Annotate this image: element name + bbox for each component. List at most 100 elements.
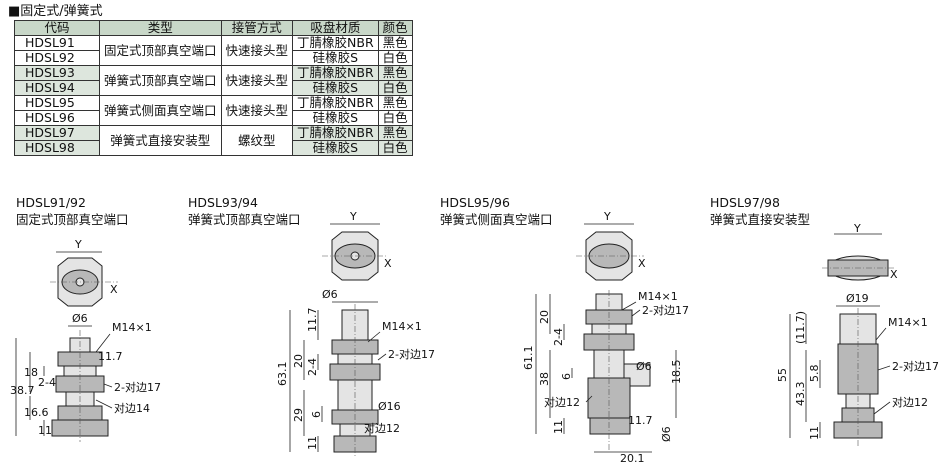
dim-h11: 11 (38, 424, 52, 437)
dim-w201: 20.1 (620, 452, 645, 465)
dim-y: Y (603, 210, 611, 223)
header-material: 吸盘材质 (292, 20, 379, 36)
dim-thread: M14×1 (888, 316, 928, 329)
dim-h117: (11.7) (794, 311, 807, 344)
dim-h17: 11.7 (98, 350, 123, 363)
dim-y: Y (349, 210, 357, 223)
cell-connection: 快速接头型 (220, 65, 294, 96)
drawing-name: 固定式顶部真空端口 (16, 212, 129, 227)
cell-color: 白色 (377, 50, 413, 66)
table-row: HDSL91 固定式顶部真空端口 快速接头型 丁腈橡胶NBR 黑色 (14, 35, 413, 66)
drawing-code: HDSL97/98 (710, 195, 780, 210)
drawing-code: HDSL91/92 (16, 195, 86, 210)
top-view: Y X (50, 238, 118, 307)
cell-material: 硅橡胶S (292, 110, 379, 126)
dim-h11: 11 (306, 436, 319, 450)
drawing-hdsl95: Y X M14×1 2-对边17 Ø6 对边12 11.7 18.5 Ø6 20… (522, 210, 689, 465)
dim-h24: 2-4 (38, 376, 56, 389)
dim-d6a: Ø6 (636, 360, 652, 373)
cell-material: 丁腈橡胶NBR (292, 95, 379, 111)
cell-code: HDSL97 (14, 125, 100, 141)
cell-type: 固定式顶部真空端口 (99, 35, 222, 66)
dim-d6: Ø6 (322, 288, 338, 301)
cell-color: 白色 (377, 110, 413, 126)
dim-d6: Ø6 (72, 312, 88, 325)
cell-material: 硅橡胶S (292, 140, 379, 156)
drawing-hdsl97: Y X Ø19 M14×1 2-对边17 对边12 55 (11.7) 5.8 … (776, 222, 939, 446)
spec-table: 代码 类型 接管方式 吸盘材质 颜色 HDSL91 固定式顶部真空端口 快速接头… (14, 20, 413, 156)
cell-code: HDSL94 (14, 80, 100, 96)
dim-w12: 对边12 (364, 421, 400, 435)
dim-w17: 2-对边17 (114, 380, 161, 394)
drawing-hdsl93: Y X Ø6 M14×1 2-对边17 Ø16 对边12 63.1 11.7 2… (276, 210, 435, 458)
table-row: HDSL95 弹簧式侧面真空端口 快速接头型 丁腈橡胶NBR 黑色 (14, 95, 413, 126)
header-code: 代码 (14, 20, 100, 36)
dim-h-total: 63.1 (276, 362, 289, 387)
drawing-hdsl91: Y X Ø6 M14×1 2-对边17 对边14 11.7 38.7 18 2-… (10, 238, 161, 442)
dim-h6: 6 (560, 373, 573, 380)
dim-h11: 11 (552, 420, 565, 434)
dim-x: X (384, 257, 392, 270)
dim-x: X (110, 283, 118, 296)
cell-code: HDSL93 (14, 65, 100, 81)
dim-h-total: 55 (776, 368, 789, 382)
drawing-label-hdsl97: HDSL97/98 弹簧式直接安装型 (710, 194, 810, 228)
dim-h24: 2-4 (552, 328, 565, 346)
dim-h117: 11.7 (628, 414, 653, 427)
header-connection: 接管方式 (220, 20, 294, 36)
table-row: HDSL93 弹簧式顶部真空端口 快速接头型 丁腈橡胶NBR 黑色 (14, 65, 413, 96)
cell-connection: 螺纹型 (220, 125, 294, 156)
table-row: HDSL96 硅橡胶S 白色 (14, 110, 413, 126)
cell-connection: 快速接头型 (220, 95, 294, 126)
dim-h20: 20 (292, 354, 305, 368)
cell-material: 丁腈橡胶NBR (292, 125, 379, 141)
dim-h18: 18 (24, 366, 38, 379)
dim-w14: 对边14 (114, 401, 150, 415)
dim-h11: 11 (808, 426, 821, 440)
dim-d16: Ø16 (378, 400, 401, 413)
dim-h-total: 61.1 (522, 346, 535, 371)
header-color: 颜色 (377, 20, 413, 36)
drawing-code: HDSL95/96 (440, 195, 510, 210)
dim-w12: 对边12 (544, 395, 580, 409)
dim-d19: Ø19 (846, 292, 869, 305)
drawing-name: 弹簧式直接安装型 (710, 212, 811, 227)
drawing-label-hdsl95: HDSL95/96 弹簧式侧面真空端口 (440, 194, 553, 228)
cell-color: 黑色 (377, 95, 413, 111)
dim-h117: 11.7 (306, 308, 319, 333)
top-view: Y X (576, 210, 646, 281)
dim-w12: 对边12 (892, 395, 928, 409)
cell-material: 丁腈橡胶NBR (292, 35, 379, 51)
dim-thread: M14×1 (638, 290, 678, 303)
cell-type: 弹簧式顶部真空端口 (99, 65, 222, 96)
cell-code: HDSL98 (14, 140, 100, 156)
cell-code: HDSL92 (14, 50, 100, 66)
cell-material: 硅橡胶S (292, 80, 379, 96)
drawing-label-hdsl91: HDSL91/92 固定式顶部真空端口 (16, 194, 129, 228)
table-row: HDSL97 弹簧式直接安装型 螺纹型 丁腈橡胶NBR 黑色 (14, 125, 413, 156)
dim-y: Y (74, 238, 82, 251)
cell-color: 白色 (377, 140, 413, 156)
table-header-row: 代码 类型 接管方式 吸盘材质 颜色 (14, 20, 413, 36)
dim-w17: 2-对边17 (892, 359, 939, 373)
cell-material: 丁腈橡胶NBR (292, 65, 379, 81)
side-view: Ø6 M14×1 2-对边17 Ø16 对边12 63.1 11.7 20 2-… (276, 288, 435, 458)
dim-h38: 38 (538, 372, 551, 386)
cell-code: HDSL91 (14, 35, 100, 51)
cell-material: 硅橡胶S (292, 50, 379, 66)
drawing-name: 弹簧式侧面真空端口 (440, 212, 553, 227)
drawing-name: 弹簧式顶部真空端口 (188, 212, 301, 227)
dim-h29: 29 (292, 408, 305, 422)
dim-thread: M14×1 (382, 320, 422, 333)
dim-h166: 16.6 (24, 406, 49, 419)
dim-h-total: 38.7 (10, 384, 35, 397)
cell-color: 黑色 (377, 35, 413, 51)
drawing-code: HDSL93/94 (188, 195, 258, 210)
cell-code: HDSL96 (14, 110, 100, 126)
header-type: 类型 (99, 20, 222, 36)
side-view: M14×1 2-对边17 Ø6 对边12 11.7 18.5 Ø6 20.1 6… (522, 290, 689, 465)
cell-connection: 快速接头型 (220, 35, 294, 66)
side-view: Ø19 M14×1 2-对边17 对边12 55 (11.7) 5.8 43.3… (776, 292, 939, 446)
dim-h433: 43.3 (794, 382, 807, 407)
dim-h58: 5.8 (808, 365, 821, 383)
